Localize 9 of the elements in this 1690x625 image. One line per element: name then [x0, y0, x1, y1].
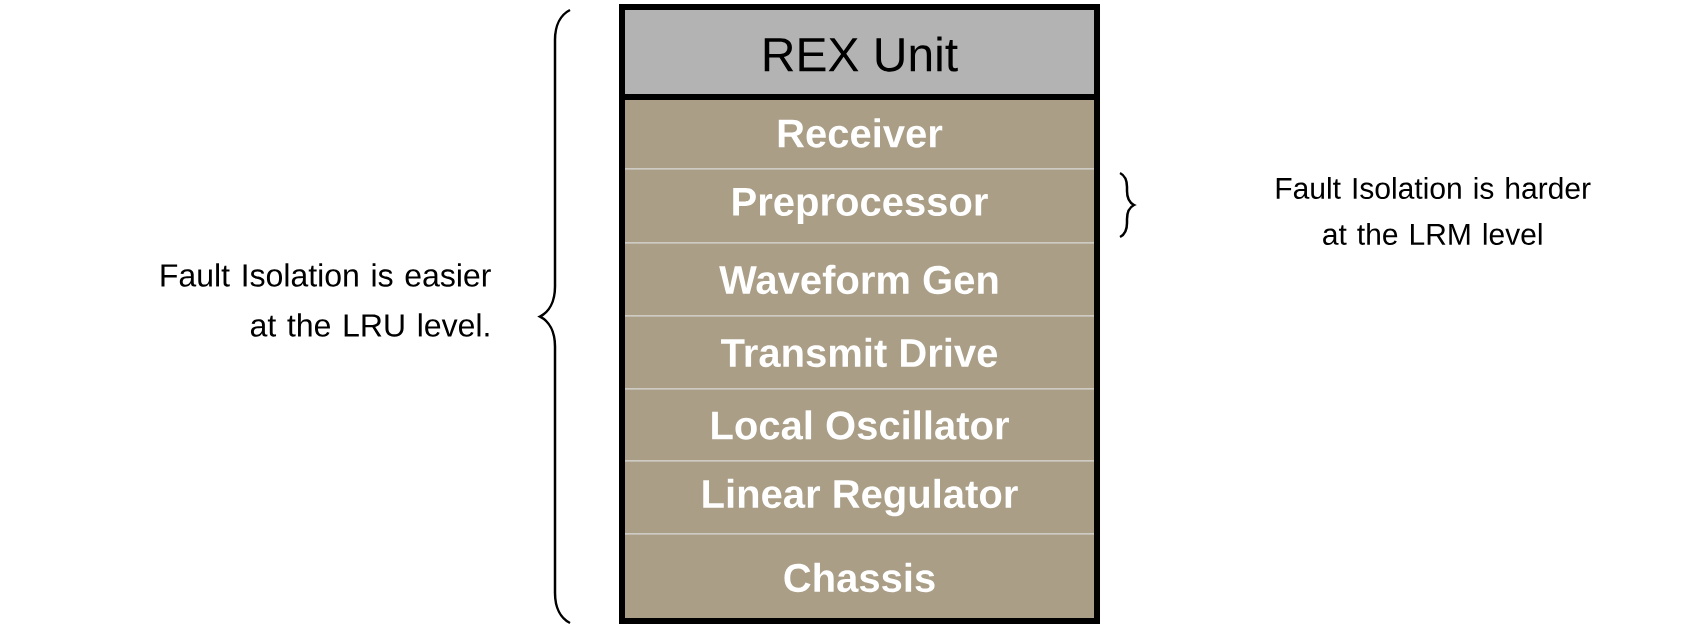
- annotation-text: Fault Isolation is harder at the LRM level: [1276, 177, 1591, 246]
- module-row: Preprocessor: [621, 168, 1098, 244]
- module-row: Receiver: [621, 96, 1098, 170]
- module-row: Local Oscillator: [621, 388, 1098, 462]
- annotation-text: Fault Isolation is easier at the LRU level.: [161, 263, 491, 337]
- module-row: Waveform Gen: [621, 242, 1098, 317]
- module-row: Linear Regulator: [621, 460, 1098, 535]
- module-row: Transmit Drive: [621, 315, 1098, 390]
- module-row: Chassis: [621, 533, 1098, 622]
